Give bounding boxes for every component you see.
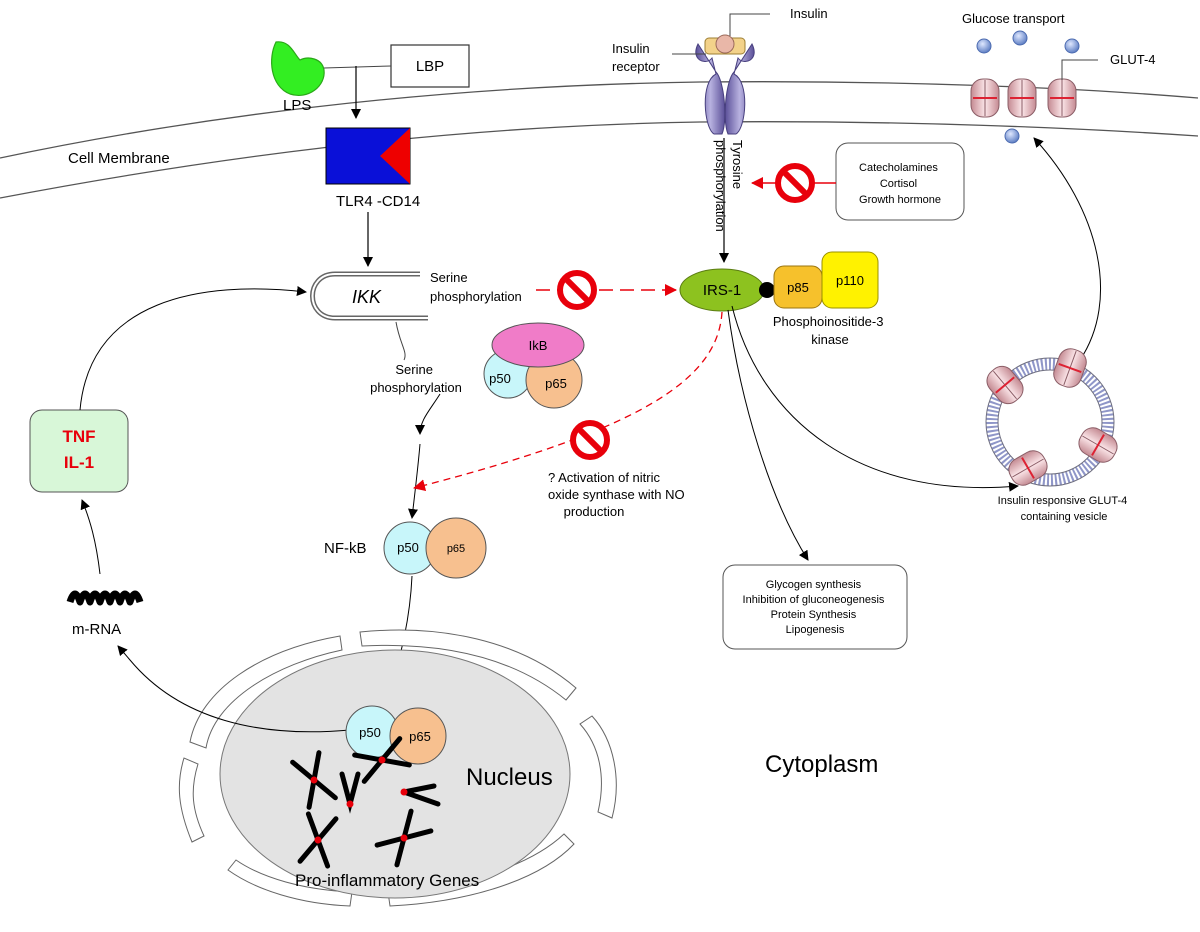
nfkb-label: NF-kB xyxy=(324,540,367,557)
glut4-vesicle xyxy=(981,344,1123,491)
arrow-irs1-to-metabolic xyxy=(727,309,809,561)
il1-label: IL-1 xyxy=(64,453,94,472)
nucleus-body xyxy=(219,649,571,899)
ikk-label: IKK xyxy=(352,287,382,307)
lps-label: LPS xyxy=(283,97,311,114)
glucose-dot-2 xyxy=(1012,30,1028,46)
genes-label: Pro-inflammatory Genes xyxy=(295,871,479,890)
insulin-label: Insulin xyxy=(790,6,828,21)
ikb-label: IkB xyxy=(529,338,548,353)
glucose-dot-3 xyxy=(1064,38,1080,54)
arrow-irs1-to-vesicle xyxy=(731,305,1019,492)
mrna-label: m-RNA xyxy=(72,621,121,638)
irs1-binding-dot xyxy=(759,282,775,298)
glucose-dot-4 xyxy=(1004,128,1020,144)
inhibit-arrow-nitric-oxide xyxy=(413,311,723,492)
serine-phosphorylation-mid: Serine phosphorylation xyxy=(370,362,462,395)
nucleus-label: Nucleus xyxy=(466,764,553,791)
p110-label: p110 xyxy=(836,273,864,288)
nfkb-p65-node xyxy=(425,517,487,579)
p85-label: p85 xyxy=(787,280,809,295)
nfkb-p50-label: p50 xyxy=(397,540,419,555)
lps-molecule xyxy=(271,41,325,96)
metabolic-effects-text: Glycogen synthesis Inhibition of glucone… xyxy=(743,579,888,636)
glut4-transporter-3 xyxy=(1047,78,1077,118)
glut4-label: GLUT-4 xyxy=(1110,52,1156,67)
nucleus-p50-label: p50 xyxy=(359,725,381,740)
nucleus-p65-label: p65 xyxy=(409,729,431,744)
metabolic-effects-box xyxy=(722,564,908,650)
insulin-receptor xyxy=(695,34,755,135)
mrna-icon xyxy=(66,590,144,606)
insulin-pointer xyxy=(729,13,770,36)
glucose-transport-label: Glucose transport xyxy=(962,11,1065,26)
cytoplasm-label: Cytoplasm xyxy=(765,751,878,778)
tnf-label: TNF xyxy=(62,427,95,446)
p110-node xyxy=(821,251,879,309)
chromosomes xyxy=(293,739,441,866)
p65-complex-label: p65 xyxy=(545,376,567,391)
nucleus-p65-node xyxy=(389,707,447,765)
inhibit-icon-hormones xyxy=(778,166,812,200)
serine-phosphorylation-top: Serine phosphorylation xyxy=(430,270,522,304)
irs1-label: IRS-1 xyxy=(703,282,741,299)
glucose-dot-1 xyxy=(976,38,992,54)
arrow-release-nfkb xyxy=(408,443,421,519)
ikk-shape xyxy=(310,271,428,321)
lbp-label: LBP xyxy=(416,58,444,75)
lps-lbp-link xyxy=(323,65,392,69)
nitric-oxide-label: ? Activation of nitric oxide synthase wi… xyxy=(548,470,688,519)
inhibit-icon-ikk xyxy=(560,273,594,307)
arrow-tnf-to-ikk xyxy=(79,286,307,411)
tnf-il1-box xyxy=(29,409,129,493)
inhibit-icon-nitric-oxide xyxy=(573,423,607,457)
arrow-vesicle-to-membrane xyxy=(1033,137,1102,361)
arrow-mrna-to-tnf xyxy=(80,499,101,575)
glut4-pointer xyxy=(1061,59,1098,80)
ikk-to-serine-line xyxy=(395,321,406,361)
vesicle-label: Insulin responsive GLUT-4 containing ves… xyxy=(998,495,1131,523)
cell-membrane-label: Cell Membrane xyxy=(68,150,170,167)
arrow-serine-to-nfkb xyxy=(415,393,441,435)
insulin-receptor-label: Insulin receptor xyxy=(612,41,660,74)
glut4-transporter-1 xyxy=(970,78,1000,118)
pi3k-label: Phosphoinositide-3 kinase xyxy=(773,314,887,347)
counter-hormones-box xyxy=(835,142,965,221)
glut4-transporter-2 xyxy=(1007,78,1037,118)
tyrosine-label: Tyrosine phosphorylation xyxy=(713,140,745,232)
tlr4-receptor xyxy=(325,127,411,185)
tlr4-label: TLR4 -CD14 xyxy=(336,193,420,210)
arrow-nucleus-to-mrna xyxy=(117,645,351,733)
nfkb-p65-label: p65 xyxy=(447,543,465,555)
counter-hormones-text: Catecholamines Cortisol Growth hormone xyxy=(859,162,941,206)
ikb-node xyxy=(491,322,585,368)
p50-complex-label: p50 xyxy=(489,371,511,386)
